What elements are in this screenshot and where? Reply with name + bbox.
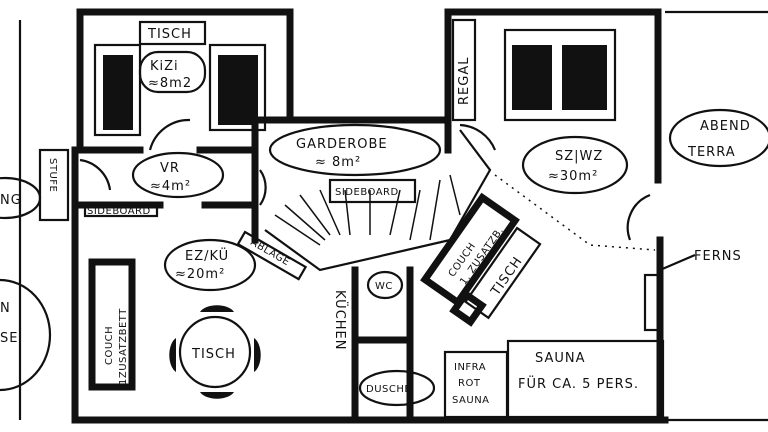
tisch-ez-circle	[178, 315, 252, 389]
sideboard-vr-label: SIDEBOARD	[87, 206, 151, 217]
infrarot-line1: INFRA	[454, 362, 486, 373]
door-swings	[79, 118, 651, 241]
tisch-kizi-box	[138, 20, 207, 46]
szwz-name: SZ|WZ	[555, 149, 603, 164]
ezku-label-oval	[163, 238, 257, 292]
sauna-line1: SAUNA	[535, 351, 586, 366]
tisch-kizi-label: TISCH	[147, 27, 192, 42]
vr-name: VR	[160, 161, 180, 176]
kizi-area: ≈8m2	[148, 76, 192, 91]
terrasse-left-line2: N	[0, 301, 11, 316]
bed-szwz-right	[562, 45, 607, 110]
sideboard-vr-box	[83, 202, 159, 218]
bed-kizi-left	[93, 43, 142, 137]
couch-ez-line1: COUCH	[104, 326, 115, 365]
wc-label: WC	[375, 281, 393, 292]
szwz-area: ≈30m²	[548, 169, 598, 184]
terrasse-left-circle	[0, 278, 52, 392]
stufe-label: STUFE	[47, 158, 58, 192]
couch-ez-line2: 1ZUSATZBETT	[118, 308, 129, 385]
szwz-label-oval	[521, 135, 629, 195]
terrasse-left-line3: SE	[0, 331, 18, 346]
walls	[18, 8, 768, 424]
tv-pointer	[659, 253, 696, 272]
tv-stand	[643, 273, 662, 332]
sideboard-garderobe-box	[328, 178, 417, 204]
kizi-name: KiZi	[150, 59, 179, 74]
vr-label-oval	[131, 151, 225, 199]
bed-kizi-right-fill	[218, 55, 258, 125]
terrasse-right-line2: TERRA	[687, 145, 736, 160]
terrasse-right-oval	[668, 108, 768, 168]
tisch-ez-label: TISCH	[191, 347, 236, 362]
bed-szwz-left	[512, 45, 552, 110]
dusche-label: DUSCHE	[366, 384, 411, 395]
stufe-box	[38, 148, 70, 222]
sideboard-garderobe-label: SIDEBOARD	[335, 187, 399, 198]
regal-label: REGAL	[457, 57, 472, 105]
garderobe-label-oval	[268, 123, 442, 177]
vr-area: ≈4m²	[150, 179, 191, 194]
dusche-oval	[358, 369, 436, 407]
sauna-box	[506, 339, 665, 419]
infrarot-line2: ROT	[458, 378, 481, 389]
garderobe-area: ≈ 8m²	[315, 155, 361, 170]
side-table	[449, 289, 487, 327]
bed-kizi-left-fill	[103, 55, 133, 130]
couch-ez	[88, 258, 136, 391]
kizi-label-oval	[138, 50, 207, 94]
bed-kizi-right	[208, 43, 267, 132]
terrasse-left-line1: NG	[0, 193, 22, 208]
regal-box	[451, 18, 477, 122]
kuechen-label: KÜCHEN	[332, 290, 349, 350]
ezku-area: ≈20m²	[175, 267, 225, 282]
sauna-line2: FÜR CA. 5 PERS.	[518, 375, 639, 392]
wc-oval	[366, 270, 404, 300]
terrasse-right-line1: ABEND	[700, 119, 751, 134]
infrarot-line3: SAUNA	[452, 395, 490, 406]
bed-szwz	[503, 28, 617, 122]
dotted-line	[494, 174, 656, 251]
ezku-name: EZ/KÜ	[185, 247, 229, 264]
ablage-box	[236, 230, 308, 281]
garderobe-name: GARDEROBE	[296, 137, 388, 152]
fernseher-label: FERNS	[694, 249, 742, 264]
